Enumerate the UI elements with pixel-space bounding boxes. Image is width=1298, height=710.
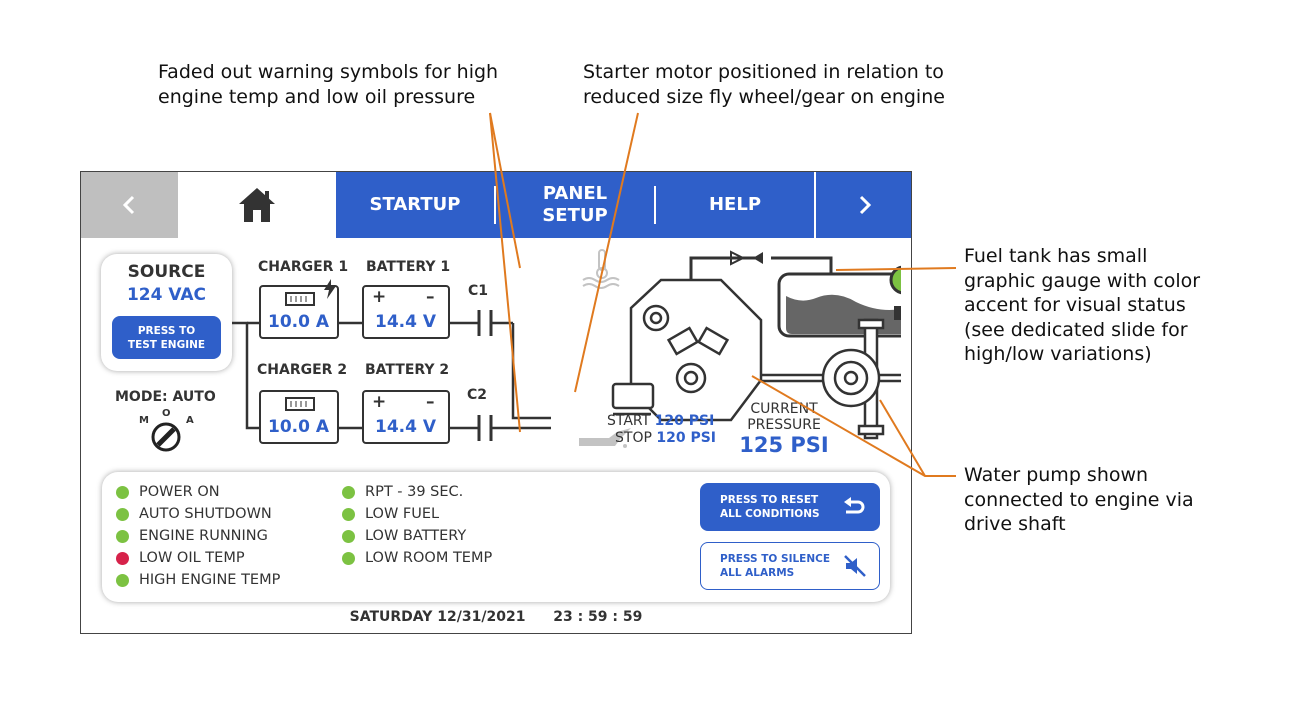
mode-label: MODE: AUTO bbox=[115, 389, 216, 405]
tab-startup[interactable]: STARTUP bbox=[369, 194, 461, 215]
back-button[interactable] bbox=[81, 172, 178, 238]
charger-2-value: 10.0 A bbox=[267, 417, 330, 437]
start-pressure: START 120 PSI bbox=[607, 413, 715, 429]
status-item: LOW OIL TEMP bbox=[116, 550, 245, 566]
status-label: HIGH ENGINE TEMP bbox=[139, 572, 281, 588]
charger-1-box: 10.0 A bbox=[259, 279, 339, 339]
undo-icon bbox=[844, 497, 865, 514]
annotation-warning-symbols: Faded out warning symbols for high engin… bbox=[158, 61, 499, 108]
battery-2-box: + – 14.4 V bbox=[362, 390, 450, 444]
status-label: LOW ROOM TEMP bbox=[365, 550, 493, 566]
charger-2-box: 10.0 A bbox=[259, 390, 339, 444]
ok-indicator-icon bbox=[116, 485, 129, 499]
lightning-icon bbox=[324, 279, 336, 299]
ok-indicator-icon bbox=[342, 485, 355, 499]
status-item: HIGH ENGINE TEMP bbox=[116, 572, 280, 588]
battery-1-box: + – 14.4 V bbox=[362, 285, 450, 339]
tab-help[interactable]: HELP bbox=[708, 194, 762, 215]
annotation-fuel-tank: Fuel tank has small graphic gauge with c… bbox=[964, 245, 1201, 365]
status-item: LOW ROOM TEMP bbox=[342, 550, 492, 566]
source-card: SOURCE 124 VAC PRESS TO TEST ENGINE bbox=[101, 254, 232, 371]
status-item: POWER ON bbox=[116, 484, 220, 500]
status-label: LOW FUEL bbox=[365, 506, 440, 522]
battery-1-label: BATTERY 1 bbox=[366, 259, 451, 275]
battery-1-value: 14.4 V bbox=[374, 312, 437, 332]
reset-conditions-button[interactable]: PRESS TO RESET ALL CONDITIONS bbox=[700, 483, 880, 531]
status-item: ENGINE RUNNING bbox=[116, 528, 268, 544]
mode-selector[interactable]: M O A bbox=[136, 406, 196, 456]
home-icon bbox=[239, 188, 275, 222]
ok-indicator-icon bbox=[342, 507, 355, 521]
nav-separator bbox=[654, 186, 656, 224]
control-panel-screen: STARTUP PANEL SETUP HELP SOURCE 124 VAC … bbox=[80, 171, 912, 634]
status-item: AUTO SHUTDOWN bbox=[116, 506, 272, 522]
c2-label: C2 bbox=[467, 387, 488, 403]
ok-indicator-icon bbox=[342, 551, 355, 565]
meter-icon bbox=[285, 292, 315, 306]
silence-alarms-button[interactable]: PRESS TO SILENCE ALL ALARMS bbox=[700, 542, 880, 590]
nav-bar: STARTUP PANEL SETUP HELP bbox=[81, 172, 911, 238]
status-item: RPT - 39 SEC. bbox=[342, 484, 463, 500]
tab-panel-setup[interactable]: PANEL SETUP bbox=[542, 183, 608, 226]
forward-button[interactable] bbox=[816, 172, 911, 238]
engine-temp-warning-icon bbox=[582, 249, 620, 289]
mute-icon bbox=[844, 555, 866, 577]
battery-2-value: 14.4 V bbox=[374, 417, 437, 437]
meter-icon bbox=[285, 397, 315, 411]
ok-indicator-icon bbox=[116, 573, 129, 587]
current-pressure: CURRENT PRESSURE 125 PSI bbox=[739, 401, 829, 457]
c1-label: C1 bbox=[468, 283, 489, 299]
charger-1-value: 10.0 A bbox=[267, 312, 330, 332]
date-time-footer: SATURDAY 12/31/2021 23 : 59 : 59 bbox=[349, 609, 643, 625]
home-button[interactable] bbox=[178, 172, 336, 238]
charger-1-label: CHARGER 1 bbox=[258, 259, 349, 275]
status-label: LOW OIL TEMP bbox=[139, 550, 245, 566]
charger-2-label: CHARGER 2 bbox=[257, 362, 348, 378]
engine-icon bbox=[611, 278, 763, 422]
mode-knob-icon bbox=[151, 422, 181, 452]
ok-indicator-icon bbox=[342, 529, 355, 543]
stop-pressure: STOP 120 PSI bbox=[615, 430, 717, 446]
status-card: POWER ON AUTO SHUTDOWN ENGINE RUNNING LOW O… bbox=[102, 472, 890, 602]
status-label: AUTO SHUTDOWN bbox=[139, 506, 272, 522]
oil-pressure-warning-icon bbox=[579, 428, 631, 448]
annotation-water-pump: Water pump shown connected to engine via… bbox=[964, 464, 1194, 535]
ok-indicator-icon bbox=[116, 529, 129, 543]
status-item: LOW FUEL bbox=[342, 506, 439, 522]
chevron-right-icon bbox=[859, 195, 871, 215]
status-label: ENGINE RUNNING bbox=[139, 528, 268, 544]
status-item: LOW BATTERY bbox=[342, 528, 466, 544]
alarm-indicator-icon bbox=[116, 551, 129, 565]
status-label: RPT - 39 SEC. bbox=[365, 484, 464, 500]
battery-2-label: BATTERY 2 bbox=[365, 362, 450, 378]
status-label: LOW BATTERY bbox=[365, 528, 467, 544]
source-value: 124 VAC bbox=[126, 285, 207, 305]
status-label: POWER ON bbox=[139, 484, 220, 500]
ok-indicator-icon bbox=[116, 507, 129, 521]
test-engine-button[interactable]: PRESS TO TEST ENGINE bbox=[112, 316, 221, 359]
chevron-left-icon bbox=[122, 195, 134, 215]
nav-separator bbox=[814, 172, 816, 238]
source-title: SOURCE bbox=[127, 262, 206, 282]
annotation-starter-motor: Starter motor positioned in relation to … bbox=[583, 61, 945, 108]
